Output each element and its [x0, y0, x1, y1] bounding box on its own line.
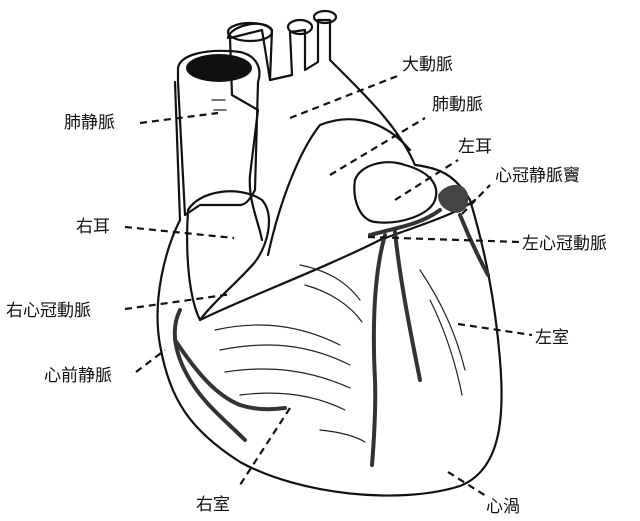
- heart-outline: [158, 20, 502, 496]
- atrioventricular-groove: [200, 200, 475, 320]
- label-apex-vortex: 心渦: [486, 497, 520, 517]
- label-pulmonary-vein: 肺静脈: [64, 113, 115, 133]
- diagonal-branch: [395, 232, 420, 380]
- label-right-ventricle: 右室: [196, 495, 230, 515]
- anterior-descending-branch: [372, 235, 385, 465]
- label-left-coronary-artery: 左心冠動脈: [522, 234, 607, 254]
- left-auricle-shape: [354, 162, 436, 222]
- label-right-coronary-artery: 右心冠動脈: [6, 301, 91, 321]
- pulmonary-vein-ticks: [212, 100, 226, 110]
- label-right-auricle: 右耳: [76, 217, 110, 237]
- right-coronary-artery-vessel: [175, 310, 245, 440]
- left-circumflex-branch: [460, 215, 488, 275]
- pulmonary-vein-opening: [186, 54, 252, 82]
- vessel-opening-b: [314, 11, 336, 23]
- right-auricle-shape: [187, 191, 269, 320]
- label-pulmonary-artery: 肺動脈: [432, 95, 483, 115]
- label-coronary-sinus: 心冠静脈竇: [495, 166, 580, 186]
- label-aorta: 大動脈: [402, 55, 453, 75]
- pulmonary-trunk-edge: [268, 119, 410, 255]
- heart-illustration: [158, 11, 502, 496]
- anterior-cardiac-vein-vessel: [175, 340, 285, 409]
- coronary-sinus-vessel: [438, 185, 468, 213]
- vessel-opening-a: [288, 20, 312, 34]
- label-left-auricle: 左耳: [458, 137, 492, 157]
- ventricle-shading: [215, 265, 465, 442]
- label-left-ventricle: 左室: [535, 328, 569, 348]
- label-anterior-cardiac-vein: 心前静脈: [44, 366, 112, 386]
